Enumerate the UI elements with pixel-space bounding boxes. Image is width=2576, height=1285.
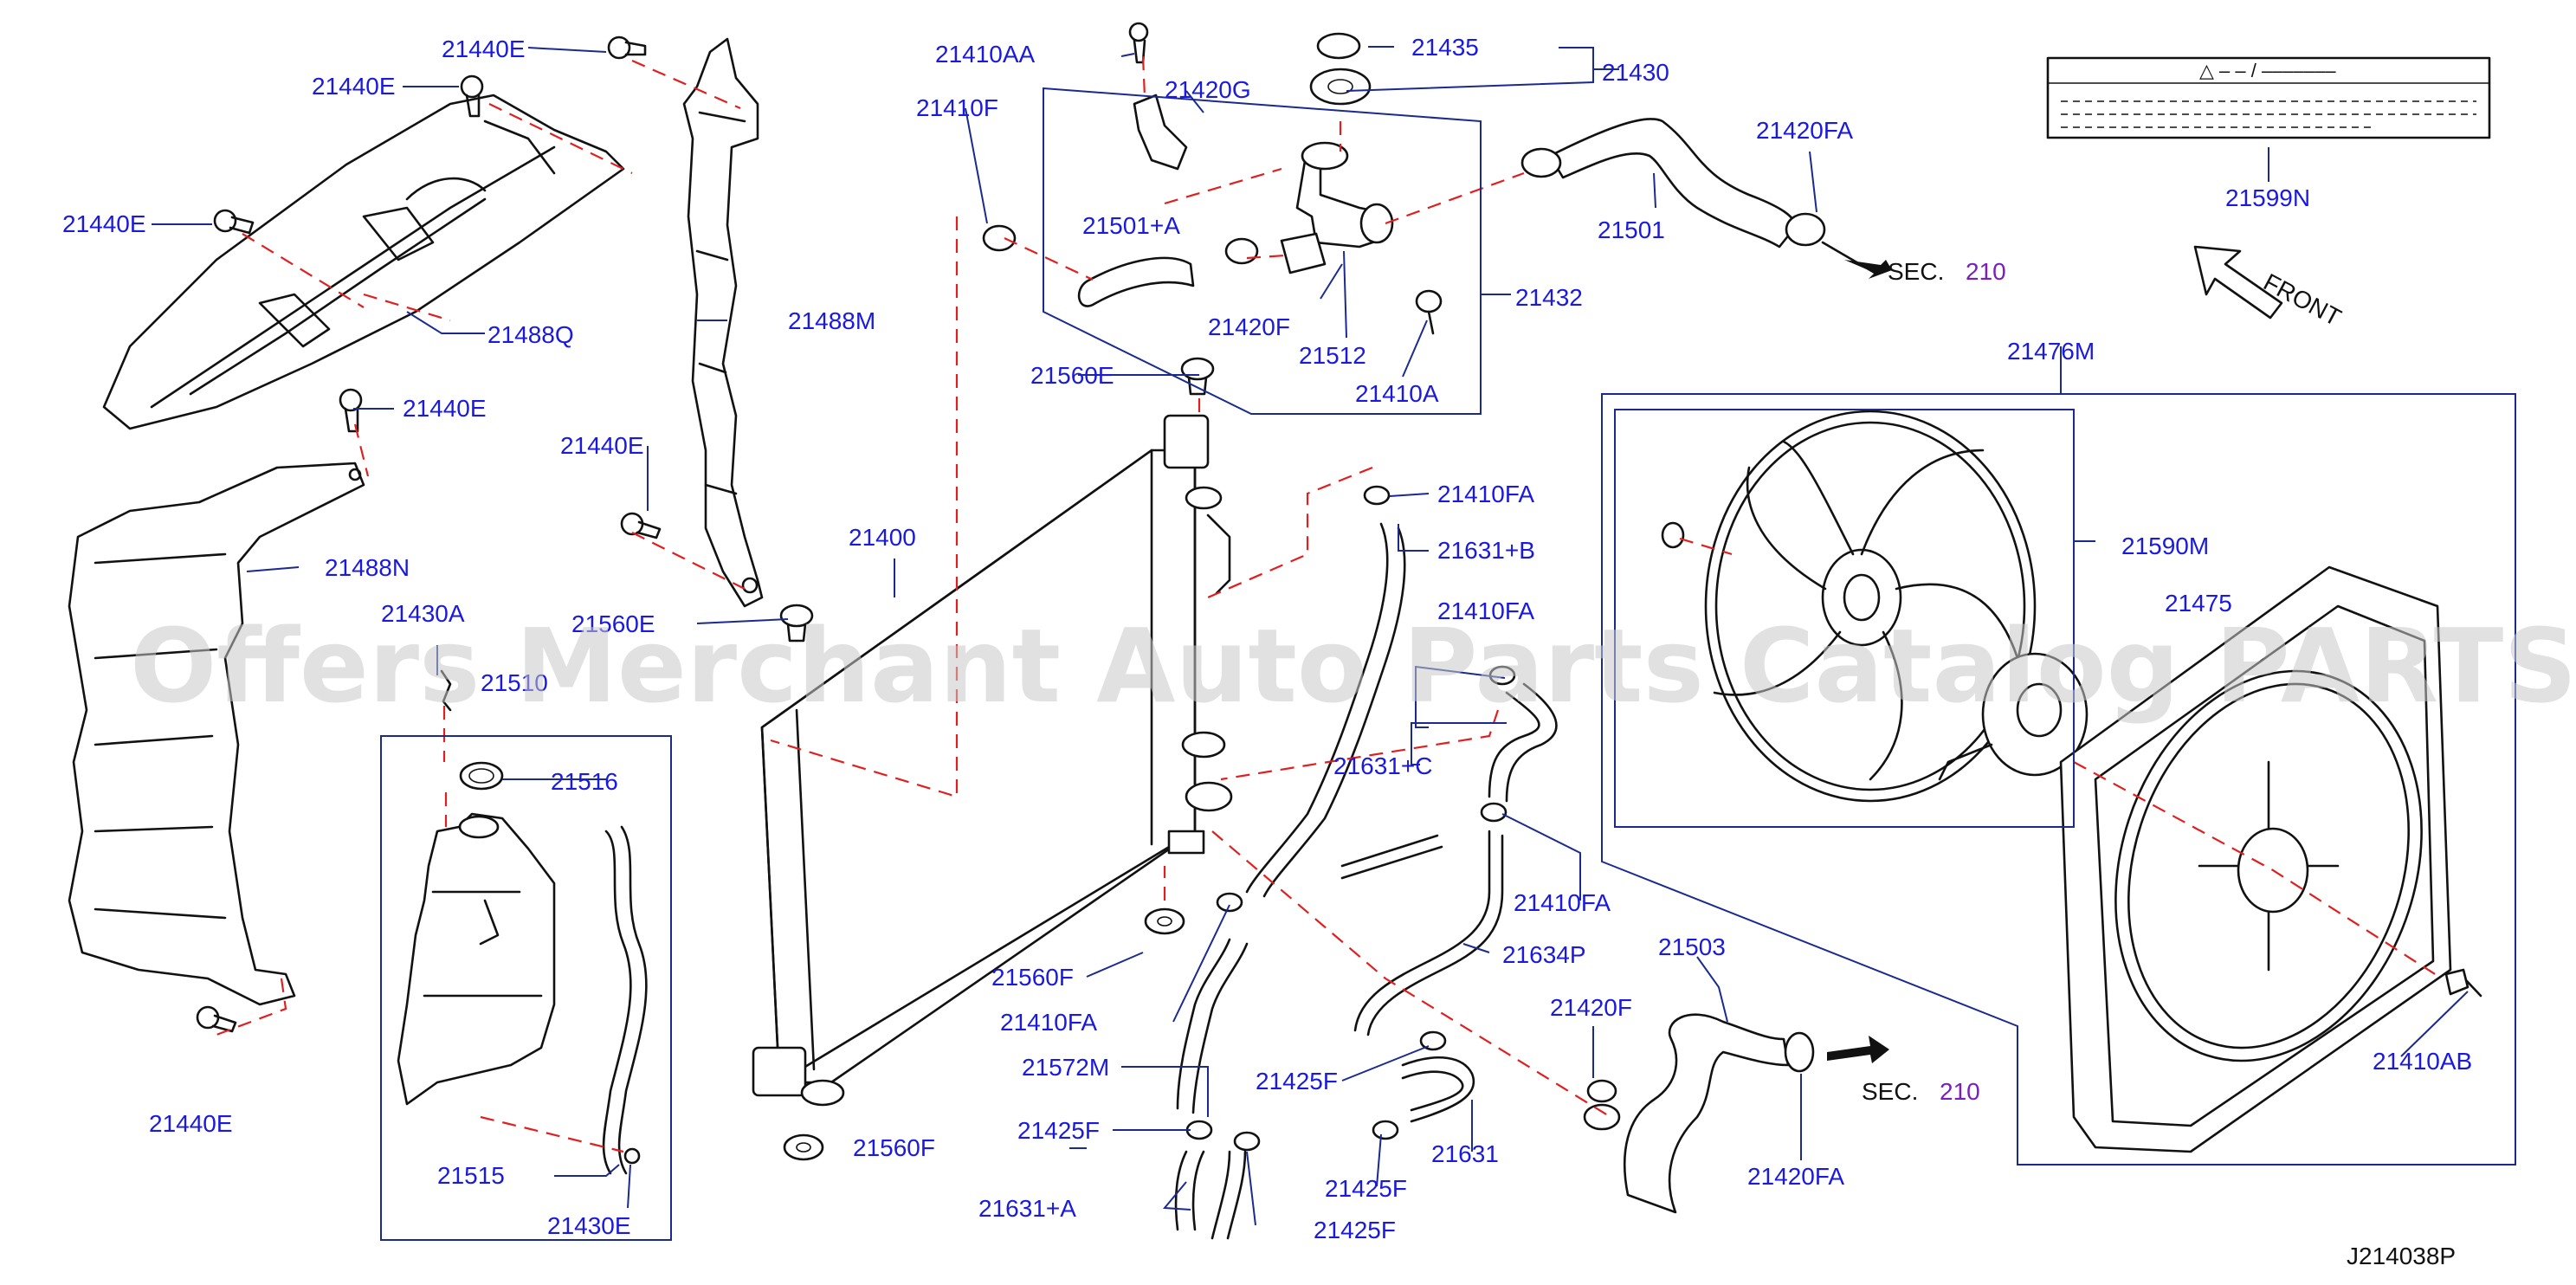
label-21560E: 21560E: [1030, 362, 1114, 389]
label-21420F: 21420F: [1550, 994, 1632, 1021]
label-21425F: 21425F: [1325, 1175, 1407, 1202]
label-21631C: 21631+C: [1333, 752, 1432, 779]
clip-fasteners-21440E: [196, 36, 662, 1033]
label-21560F: 21560F: [991, 964, 1074, 991]
label-plate-text: △ – – / –––––––: [2199, 60, 2336, 81]
label-21476M: 21476M: [2007, 338, 2095, 365]
part-21515-overflow-hose: [602, 825, 648, 1175]
label-21634P: 21634P: [1502, 941, 1586, 968]
label-21420FA: 21420FA: [1747, 1163, 1844, 1190]
label-21420F: 21420F: [1208, 313, 1290, 340]
group-boxes: [380, 87, 2516, 1241]
label-21420FA: 21420FA: [1756, 117, 1853, 144]
label-21488N: 21488N: [325, 554, 410, 581]
label-21430E: 21430E: [547, 1212, 631, 1239]
part-21599N-label-plate: [2046, 56, 2491, 139]
label-21440E: 21440E: [62, 210, 146, 237]
label-21560E: 21560E: [571, 610, 655, 637]
grommets-21560: [779, 357, 1215, 1161]
label-21420G: 21420G: [1165, 76, 1251, 103]
label-21410FA: 21410FA: [1000, 1009, 1097, 1036]
label-21432: 21432: [1515, 284, 1583, 311]
front-direction-arrow: [2193, 245, 2283, 320]
label-21425F: 21425F: [1017, 1117, 1100, 1144]
label-21599N: 21599N: [2225, 184, 2310, 211]
part-21590M-fan-motor: [1661, 410, 2089, 803]
part-21512-water-outlet: [1128, 22, 1443, 335]
assembly-guide-lines: [216, 55, 2443, 1153]
label-21510: 21510: [481, 669, 548, 696]
part-21503-lower-hose: [1583, 1013, 1815, 1214]
label-21430A: 21430A: [381, 600, 465, 627]
label-21410FA: 21410FA: [1437, 481, 1534, 507]
label-21512: 21512: [1299, 342, 1366, 369]
label-21425F: 21425F: [1256, 1068, 1338, 1095]
part-21400-radiator: [752, 414, 1233, 1107]
label-21440E: 21440E: [149, 1110, 233, 1137]
part-21488M-side-guide: [682, 37, 764, 608]
section-ref-number: 210: [1940, 1078, 1980, 1105]
label-21440E: 21440E: [403, 395, 487, 422]
label-21488Q: 21488Q: [487, 321, 574, 348]
label-21425F: 21425F: [1314, 1217, 1396, 1243]
label-21430: 21430: [1602, 59, 1669, 86]
label-21410F: 21410F: [916, 94, 998, 121]
section-ref: SEC.: [1888, 258, 1944, 285]
label-21516: 21516: [551, 768, 618, 795]
label-21501A: 21501+A: [1082, 212, 1180, 239]
label-21515: 21515: [437, 1162, 505, 1189]
label-21410A: 21410A: [1355, 380, 1439, 407]
label-21631A: 21631+A: [978, 1195, 1076, 1222]
part-21488Q-air-guide: [102, 94, 625, 430]
section-ref-number: 210: [1966, 258, 2006, 285]
label-21590M: 21590M: [2121, 533, 2209, 559]
leader-lines: [152, 46, 2469, 1226]
label-21440E: 21440E: [560, 432, 644, 459]
heater-hoses: [1174, 522, 1558, 1240]
sec-arrows: [1821, 241, 1892, 1063]
label-21560F: 21560F: [853, 1134, 935, 1161]
section-ref: SEC.: [1862, 1078, 1918, 1105]
part-21510-reservoir-tank: [397, 669, 556, 1106]
label-21488M: 21488M: [788, 307, 875, 334]
part-21501-upper-hose: [1520, 118, 1826, 249]
label-21410FA: 21410FA: [1514, 889, 1611, 916]
label-21410AA: 21410AA: [935, 41, 1036, 68]
part-21488N-lower-guide: [68, 462, 365, 1006]
label-21440E: 21440E: [442, 36, 526, 62]
hose-clamps: [1185, 485, 1617, 1152]
label-21410FA: 21410FA: [1437, 597, 1534, 624]
label-21501: 21501: [1598, 216, 1665, 243]
label-21503: 21503: [1658, 933, 1726, 960]
label-21440E: 21440E: [312, 73, 396, 100]
label-21631: 21631: [1431, 1140, 1499, 1167]
label-21410AB: 21410AB: [2373, 1048, 2472, 1075]
label-21400: 21400: [849, 524, 916, 551]
label-21572M: 21572M: [1022, 1054, 1109, 1081]
label-21435: 21435: [1411, 34, 1479, 61]
label-21475: 21475: [2165, 590, 2232, 617]
diagram-id: J214038P: [2347, 1243, 2456, 1269]
label-21631B: 21631+B: [1437, 537, 1535, 564]
part-21475-fan-shroud: [2059, 565, 2482, 1153]
watermark: Offers Merchant Auto Parts Catalog PARTS…: [130, 606, 2576, 726]
